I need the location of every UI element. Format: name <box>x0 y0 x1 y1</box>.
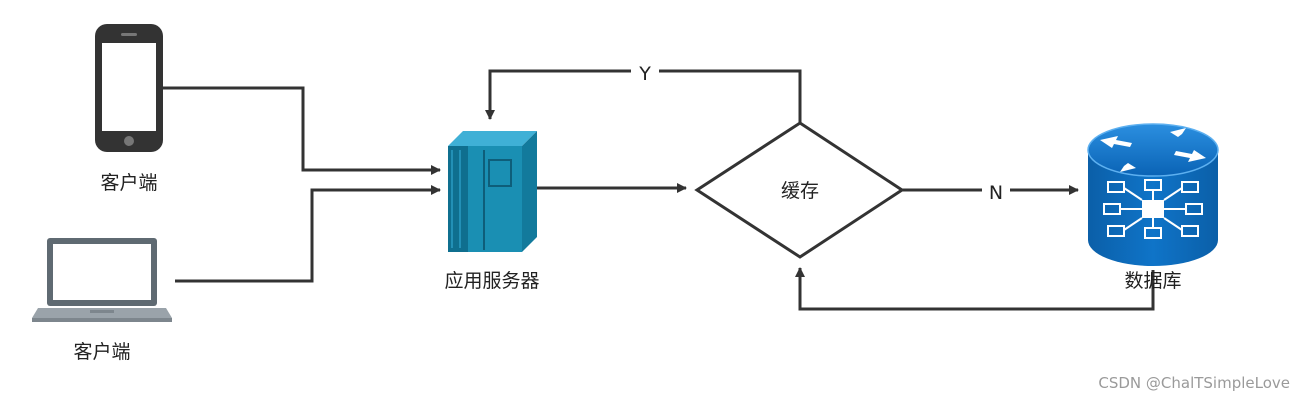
edge-label-yes: Y <box>638 63 651 85</box>
node-client-laptop: 客户端 <box>32 238 172 363</box>
edge-laptop-to-server <box>175 185 441 283</box>
node-cache: 缓存 <box>694 121 905 259</box>
watermark-text: CSDN @ChalTSimpleLove <box>1098 374 1290 392</box>
cache-diamond-shape <box>694 121 905 259</box>
database-network-icon <box>1103 179 1203 239</box>
edge-database-to-cache <box>795 267 1155 311</box>
server-cabinet-icon <box>448 131 537 252</box>
node-database: 数据库 <box>1087 123 1219 292</box>
node-label-cache: 缓存 <box>781 180 819 202</box>
node-label-client-laptop: 客户端 <box>73 341 130 363</box>
laptop-icon <box>32 238 172 322</box>
database-router-icon <box>1087 123 1219 266</box>
node-label-client-phone: 客户端 <box>100 172 157 194</box>
edge-label-no: N <box>989 182 1003 204</box>
smartphone-icon <box>95 24 163 152</box>
edge-label-yes-pad <box>631 58 659 84</box>
node-client-phone: 客户端 <box>95 24 163 194</box>
edge-label-no-group: N <box>982 178 1010 204</box>
database-arrows-icon <box>1100 128 1206 172</box>
node-label-app-server: 应用服务器 <box>444 270 539 292</box>
edge-phone-to-server <box>163 86 441 175</box>
edge-label-no-pad <box>982 178 1010 204</box>
edge-label-yes-group: Y <box>631 58 659 85</box>
node-app-server: 应用服务器 <box>444 131 540 292</box>
node-label-database: 数据库 <box>1124 270 1181 292</box>
